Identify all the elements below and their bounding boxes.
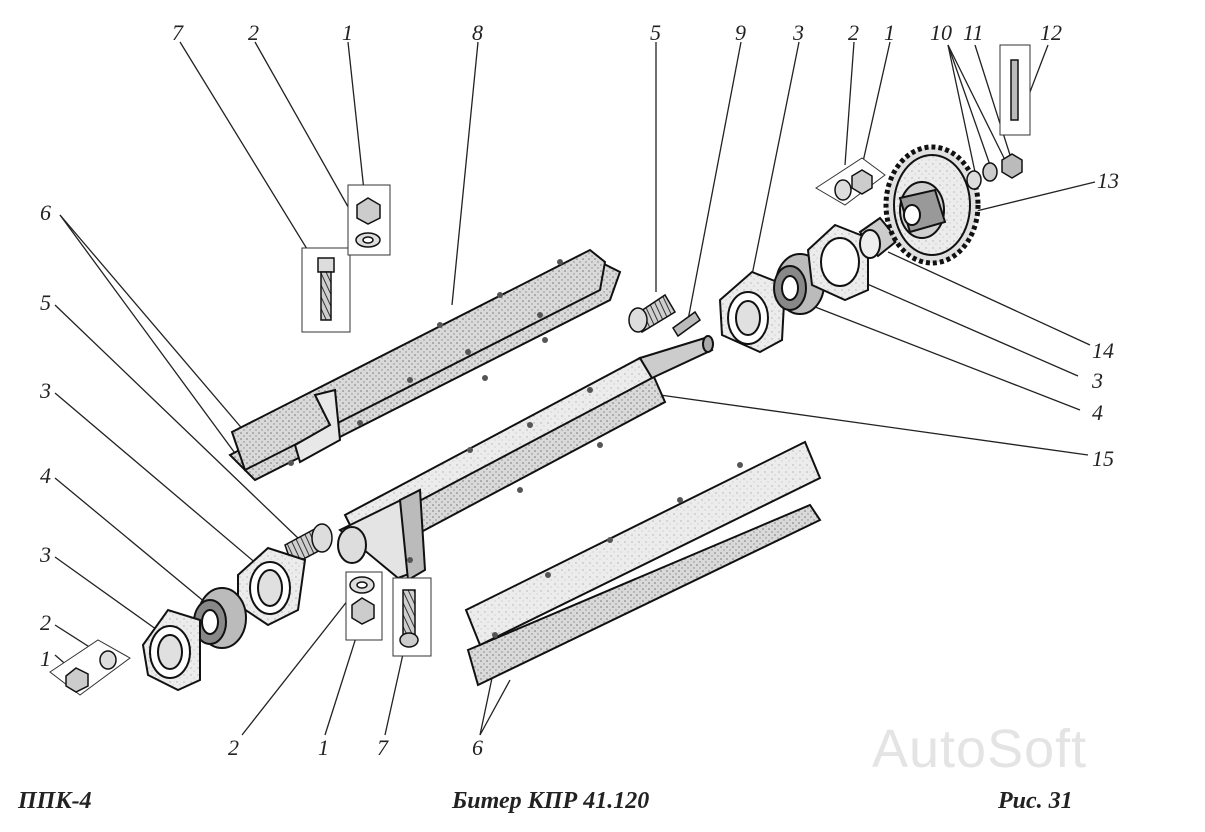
bushing: [858, 216, 900, 259]
callout-2-top: 2: [248, 20, 259, 45]
callout-7-bottom: 7: [377, 735, 389, 760]
callout-6-bottom: 6: [472, 735, 483, 760]
nut-washer-bottom: [345, 571, 383, 641]
callout-8-top: 8: [472, 20, 483, 45]
footer-title: Битер КПР 41.120: [452, 788, 650, 814]
callout-9-top: 9: [735, 20, 746, 45]
callout-1-top-right: 1: [884, 20, 895, 45]
callout-3-left-upper: 3: [39, 378, 51, 403]
callout-5-left: 5: [40, 290, 51, 315]
flange-right-inner: [718, 270, 787, 354]
washers-nut-pin: [966, 44, 1031, 190]
callout-4-left: 4: [40, 463, 51, 488]
flange-left-inner: [237, 546, 307, 627]
callout-7-top: 7: [172, 20, 184, 45]
stud-right: [628, 293, 677, 334]
stud-left: [284, 523, 333, 567]
bolt-bottom: [392, 577, 432, 657]
callout-3-left-lower: 3: [39, 542, 51, 567]
callout-13: 13: [1097, 168, 1119, 193]
callout-3-top: 3: [792, 20, 804, 45]
cover-plate-upper: [228, 248, 622, 482]
beater-shaft: [337, 335, 714, 582]
bearing-left: [193, 587, 247, 649]
footer-model: ППК-4: [18, 788, 92, 814]
callout-11: 11: [963, 20, 983, 45]
callout-10: 10: [930, 20, 952, 45]
callout-3-right: 3: [1091, 368, 1103, 393]
footer-figure-number: Рис. 31: [998, 788, 1073, 814]
callout-5-top: 5: [650, 20, 661, 45]
callout-15: 15: [1092, 446, 1114, 471]
nut-washer-left: [49, 639, 131, 696]
callout-2-top-right: 2: [848, 20, 859, 45]
sprocket: [883, 144, 981, 266]
callout-1-top: 1: [342, 20, 353, 45]
callout-12: 12: [1040, 20, 1062, 45]
flange-right-outer: [806, 223, 869, 302]
watermark: AutoSoft: [872, 719, 1088, 779]
nut-washer-top: [347, 184, 391, 256]
callout-6-left: 6: [40, 200, 51, 225]
callout-1-left: 1: [40, 646, 51, 671]
nut-washer-right: [815, 157, 886, 206]
key: [671, 310, 702, 338]
bolt-top: [301, 247, 351, 333]
flange-left-outer: [141, 608, 201, 692]
callout-4-right: 4: [1092, 400, 1103, 425]
blades: [464, 440, 822, 687]
callout-numbers: 7 2 1 8 5 9 3 2 1 10 11 12 13 14 3 4 15 …: [39, 20, 1119, 760]
callout-1-bottom: 1: [318, 735, 329, 760]
callout-2-bottom: 2: [228, 735, 239, 760]
callout-2-left: 2: [40, 610, 51, 635]
callout-14: 14: [1092, 338, 1114, 363]
